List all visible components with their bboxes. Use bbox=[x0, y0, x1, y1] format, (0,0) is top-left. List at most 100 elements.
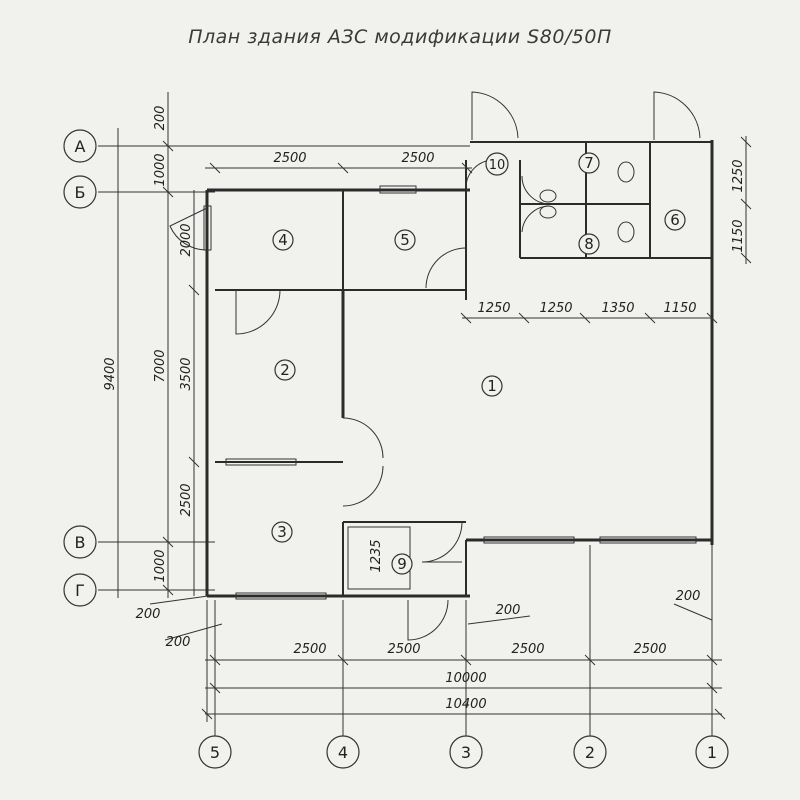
doors bbox=[169, 91, 701, 641]
axis-label-2: 2 bbox=[585, 743, 595, 762]
axis-markers-letters: А Б В Г bbox=[63, 129, 97, 607]
dim-tick bbox=[162, 186, 174, 198]
axis-label-a: А bbox=[75, 137, 86, 156]
axis-label-3: 3 bbox=[461, 743, 471, 762]
axis-marker-2 bbox=[573, 735, 607, 769]
toilet-icon bbox=[617, 221, 635, 243]
dim-text-bottom-2500-1: 2500 bbox=[293, 642, 326, 657]
window-south-2 bbox=[599, 536, 697, 544]
axis-marker-v bbox=[63, 525, 97, 559]
dim-leader-200-right bbox=[673, 603, 713, 621]
dim-tick bbox=[162, 140, 174, 152]
window-south-3 bbox=[235, 592, 327, 600]
door-arc-room-3-east bbox=[342, 465, 384, 507]
room-label-7: 7 bbox=[584, 154, 594, 172]
dim-tick bbox=[740, 198, 752, 210]
dim-text-total-10000: 10000 bbox=[445, 671, 486, 686]
door-arc-room-7 bbox=[521, 175, 551, 205]
dim-tick bbox=[162, 584, 174, 596]
room-label-3: 3 bbox=[277, 523, 287, 541]
sink-icon bbox=[539, 189, 557, 203]
axis-marker-4 bbox=[326, 735, 360, 769]
dim-tick bbox=[644, 312, 656, 324]
room-label-4: 4 bbox=[278, 231, 288, 249]
plan-title: План здания АЗС модификации S80/50П bbox=[188, 26, 612, 48]
axis-label-g: Г bbox=[75, 581, 85, 600]
window-south-1 bbox=[483, 536, 575, 544]
sink-icon bbox=[539, 205, 557, 219]
axis-marker-g bbox=[63, 573, 97, 607]
dim-text-left-7000: 7000 bbox=[153, 349, 168, 382]
room-marker-8 bbox=[578, 233, 600, 255]
axis-label-b: Б bbox=[75, 183, 86, 202]
room-marker-5 bbox=[394, 229, 416, 251]
axis-label-5: 5 bbox=[210, 743, 220, 762]
dim-text-left-1000-bottom: 1000 bbox=[153, 549, 168, 582]
dim-text-right-1150: 1150 bbox=[731, 219, 746, 252]
room-marker-1 bbox=[481, 375, 503, 397]
dim-leader-200-corner bbox=[164, 623, 223, 641]
door-arc-wc-north bbox=[653, 91, 701, 140]
dim-tick bbox=[209, 682, 221, 694]
window-room-4 bbox=[203, 205, 212, 251]
dim-tick bbox=[706, 312, 718, 324]
dim-tick bbox=[162, 536, 174, 548]
axis-label-1: 1 bbox=[707, 743, 717, 762]
axis-marker-b bbox=[63, 175, 97, 209]
dim-text-wc-1150: 1150 bbox=[663, 301, 696, 316]
axis-marker-1 bbox=[695, 735, 729, 769]
dim-tick bbox=[209, 654, 221, 666]
room-marker-6 bbox=[664, 209, 686, 231]
dim-tick bbox=[337, 654, 349, 666]
dimension-lines bbox=[117, 92, 752, 722]
dim-text-bottom-2500-2: 2500 bbox=[387, 642, 420, 657]
dim-tick bbox=[740, 252, 752, 264]
room-marker-10 bbox=[485, 152, 509, 176]
dim-text-total-10400: 10400 bbox=[445, 697, 486, 712]
dim-text-left-3500: 3500 bbox=[179, 357, 194, 390]
dimension-texts: 2500 2500 200 1000 2000 3500 2500 1000 9… bbox=[103, 106, 746, 712]
room-markers: 1 2 3 4 5 6 7 8 9 10 bbox=[271, 152, 686, 575]
dim-tick bbox=[740, 136, 752, 148]
dim-text-bottom-2500-3: 2500 bbox=[511, 642, 544, 657]
room-label-5: 5 bbox=[400, 231, 410, 249]
room-label-1: 1 bbox=[487, 377, 497, 395]
room-label-6: 6 bbox=[670, 211, 680, 229]
dim-tick bbox=[188, 456, 200, 468]
door-arc-room-5 bbox=[425, 247, 467, 289]
dim-text-left-1000-top: 1000 bbox=[153, 153, 168, 186]
dim-tick bbox=[460, 654, 472, 666]
axis-markers-numbers: 5 4 3 2 1 bbox=[198, 735, 729, 769]
room-label-9: 9 bbox=[397, 555, 407, 573]
plumbing-fixtures bbox=[539, 161, 635, 243]
axis-marker-5 bbox=[198, 735, 232, 769]
dim-tick bbox=[209, 162, 221, 174]
axis-label-4: 4 bbox=[338, 743, 348, 762]
axis-marker-a bbox=[63, 129, 97, 163]
dim-text-bottom-200-mid: 200 bbox=[496, 603, 521, 618]
room-marker-9 bbox=[391, 553, 413, 575]
door-arc-room-9 bbox=[421, 521, 463, 563]
dim-text-bottom-2500-4: 2500 bbox=[633, 642, 666, 657]
dim-tick bbox=[337, 162, 349, 174]
axis-grid-lines bbox=[98, 145, 713, 738]
door-arc-room-2-east bbox=[342, 417, 384, 459]
dim-tick bbox=[579, 312, 591, 324]
dim-leader-200-bottom bbox=[149, 595, 209, 605]
room-label-10: 10 bbox=[489, 158, 506, 173]
dim-tick bbox=[706, 654, 718, 666]
room-marker-4 bbox=[272, 229, 294, 251]
dim-text-right-1250: 1250 bbox=[731, 159, 746, 192]
dim-tick bbox=[584, 654, 596, 666]
door-arc-entry-north bbox=[471, 91, 519, 140]
dim-text-left-200-bottom: 200 bbox=[136, 607, 161, 622]
toilet-icon bbox=[617, 161, 635, 183]
dim-tick bbox=[518, 312, 530, 324]
room-label-2: 2 bbox=[280, 361, 290, 379]
interior-partitions bbox=[215, 142, 651, 596]
dim-text-left-2000: 2000 bbox=[179, 223, 194, 256]
room-label-8: 8 bbox=[584, 235, 594, 253]
door-arc-room-2 bbox=[235, 289, 281, 335]
